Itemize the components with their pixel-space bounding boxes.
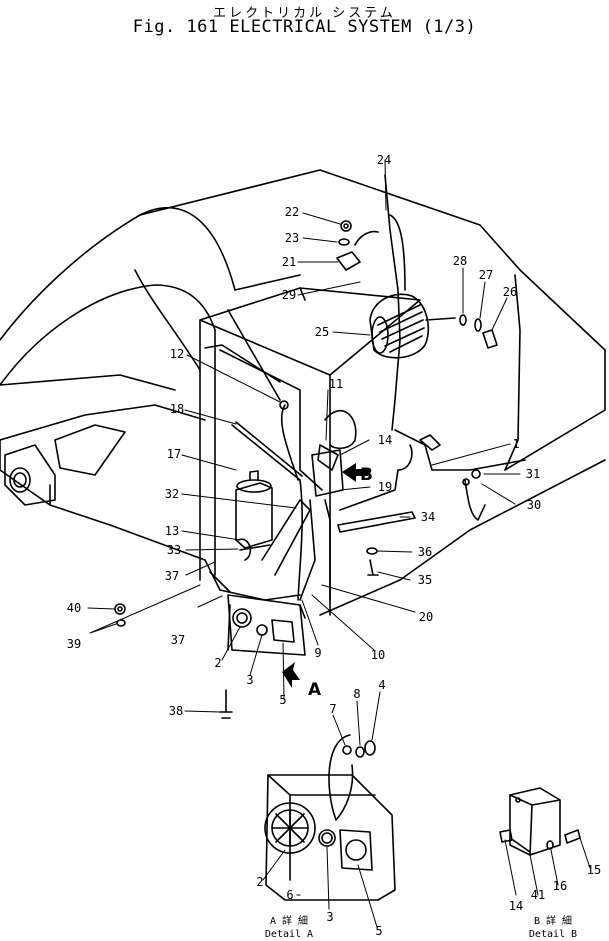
detail-a-label: Detail A bbox=[265, 929, 313, 940]
view-a-arrow bbox=[282, 662, 300, 688]
callout-37-lower: 37 bbox=[171, 633, 185, 647]
callout-25: 25 bbox=[315, 325, 329, 339]
work-light-assembly bbox=[336, 174, 498, 431]
callout-labels: 24 22 23 21 29 25 28 27 26 12 11 18 14 1… bbox=[67, 153, 601, 938]
view-b-letter: B bbox=[360, 465, 373, 485]
callout-38: 38 bbox=[169, 704, 183, 718]
callout-2-main: 2 bbox=[214, 656, 221, 670]
callout-2-detail: 2 bbox=[256, 875, 263, 889]
callout-5-detail: 5 bbox=[375, 924, 382, 938]
japanese-title: エレクトリカル システム bbox=[213, 6, 396, 21]
machine-body-outline bbox=[0, 169, 606, 616]
callout-6: 6 bbox=[286, 888, 293, 902]
callout-18: 18 bbox=[170, 402, 184, 416]
callout-23: 23 bbox=[285, 231, 299, 245]
callout-3-main: 3 bbox=[246, 673, 253, 687]
callout-16: 16 bbox=[553, 879, 567, 893]
callout-40: 40 bbox=[67, 601, 81, 615]
callout-32: 32 bbox=[165, 487, 179, 501]
callout-14: 14 bbox=[378, 433, 392, 447]
gauge-panel-main bbox=[219, 594, 306, 719]
callout-41: 41 bbox=[531, 888, 545, 902]
view-b-arrow bbox=[342, 463, 368, 482]
callout-14-detail: 14 bbox=[509, 899, 523, 913]
callout-35: 35 bbox=[418, 573, 432, 587]
callout-20: 20 bbox=[419, 610, 433, 624]
callout-1: 1 bbox=[512, 437, 519, 451]
callout-5-main: 5 bbox=[279, 693, 286, 707]
figure-title: Fig. 161 ELECTRICAL SYSTEM (1/3) bbox=[132, 17, 477, 37]
leader-lines bbox=[87, 159, 591, 928]
callout-19: 19 bbox=[378, 480, 392, 494]
wiring-harness bbox=[114, 309, 526, 627]
detail-b-drawing bbox=[499, 787, 581, 856]
view-a-letter: A bbox=[308, 680, 322, 700]
callout-28: 28 bbox=[453, 254, 467, 268]
callout-10: 10 bbox=[371, 648, 385, 662]
callout-39: 39 bbox=[67, 637, 81, 651]
callout-24: 24 bbox=[377, 153, 391, 167]
callout-3-detail: 3 bbox=[326, 910, 333, 924]
callout-15: 15 bbox=[587, 863, 601, 877]
callout-31: 31 bbox=[526, 467, 540, 481]
callout-29: 29 bbox=[282, 288, 296, 302]
callout-11: 11 bbox=[329, 377, 343, 391]
callout-8: 8 bbox=[353, 687, 360, 701]
detail-a-kanji: A 詳 細 bbox=[270, 914, 308, 927]
callout-21: 21 bbox=[282, 255, 296, 269]
callout-17: 17 bbox=[167, 447, 181, 461]
callout-4: 4 bbox=[378, 678, 385, 692]
callout-9: 9 bbox=[314, 646, 321, 660]
callout-36: 36 bbox=[418, 545, 432, 559]
washer-tank-17 bbox=[235, 470, 273, 549]
callout-30: 30 bbox=[527, 498, 541, 512]
callout-37-upper: 37 bbox=[165, 569, 179, 583]
detail-a-drawing bbox=[264, 734, 396, 901]
callout-34: 34 bbox=[421, 510, 435, 524]
callout-26: 26 bbox=[503, 285, 517, 299]
work-light-25 bbox=[369, 293, 429, 359]
callout-7: 7 bbox=[329, 702, 336, 716]
callout-12: 12 bbox=[170, 347, 184, 361]
detail-b-label: Detail B bbox=[529, 929, 577, 940]
callout-33: 33 bbox=[167, 543, 181, 557]
callout-27: 27 bbox=[479, 268, 493, 282]
callout-13: 13 bbox=[165, 524, 179, 538]
callout-22: 22 bbox=[285, 205, 299, 219]
detail-b-kanji: B 詳 細 bbox=[534, 914, 572, 927]
